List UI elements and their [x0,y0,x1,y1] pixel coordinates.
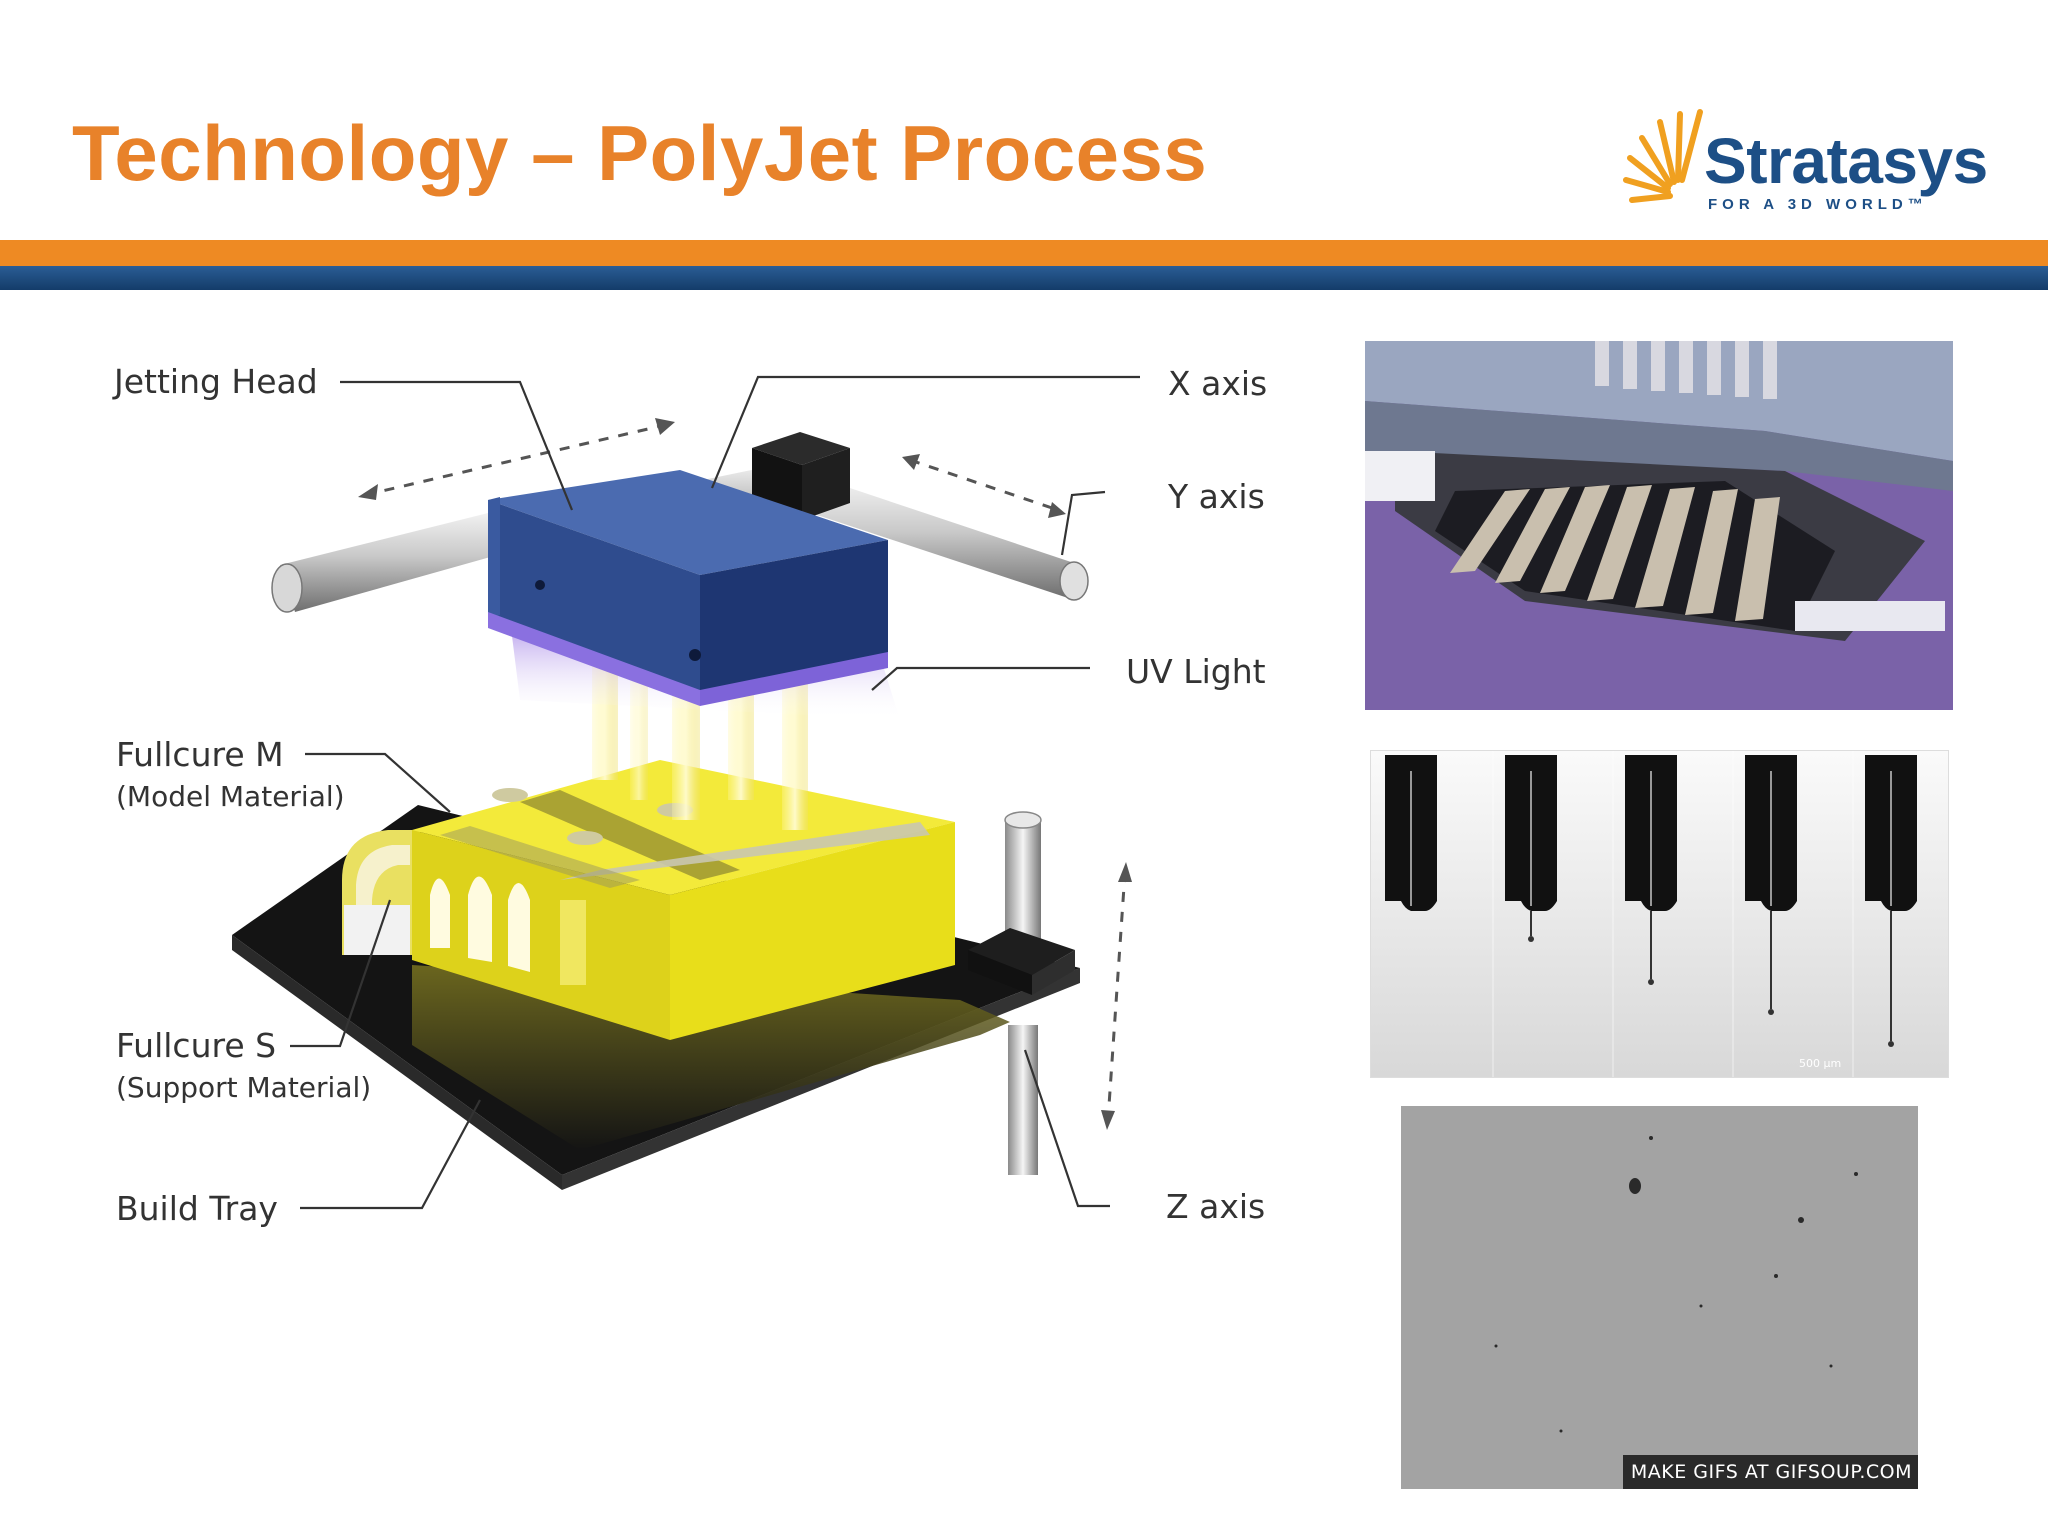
slide-title: Technology – PolyJet Process [72,109,1208,197]
label-uv-light: UV Light [1126,652,1266,691]
printhead-photo [1365,341,1953,710]
gifsoup-watermark: MAKE GIFS AT GIFSOUP.COM [1622,1455,1918,1489]
label-build-tray: Build Tray [116,1189,278,1228]
label-model-material-sub: (Model Material) [116,780,345,813]
stratasys-logo: Stratasys FOR A 3D WORLD™ [1620,100,2020,230]
logo-tagline: FOR A 3D WORLD™ [1708,196,1928,213]
label-model-material: Fullcure M [116,735,284,774]
z-rod-lower [1008,1025,1038,1175]
surface-texture [1401,1106,1918,1489]
label-support-material: Fullcure S [116,1026,276,1065]
jetting-head [488,470,888,706]
scale-label: 500 µm [1799,1057,1841,1070]
label-x-axis: X axis [1168,364,1267,403]
printhead-render [1365,341,1953,710]
droplet-frames: 500 µm [1371,751,1948,1077]
sun-burst-icon [1623,109,1703,203]
label-jetting-head: Jetting Head [112,362,318,401]
model-material-part [412,760,955,1040]
arrow-heads [358,418,1132,1130]
logo-name: Stratasys [1704,125,1988,197]
y-axis-rod [271,478,1089,613]
motion-arrows [364,423,1127,1121]
header-band-orange [0,240,2048,266]
leader-lines [290,375,1140,1210]
support-material [342,830,420,955]
z-axis-rod [968,811,1075,995]
header-band-blue [0,266,2048,290]
label-z-axis: Z axis [1166,1187,1265,1226]
surface-gif-photo: MAKE GIFS AT GIFSOUP.COM [1401,1106,1918,1489]
label-y-axis: Y axis [1167,477,1265,516]
droplet-sequence-photo: 500 µm [1370,750,1949,1078]
label-support-material-sub: (Support Material) [116,1071,371,1104]
